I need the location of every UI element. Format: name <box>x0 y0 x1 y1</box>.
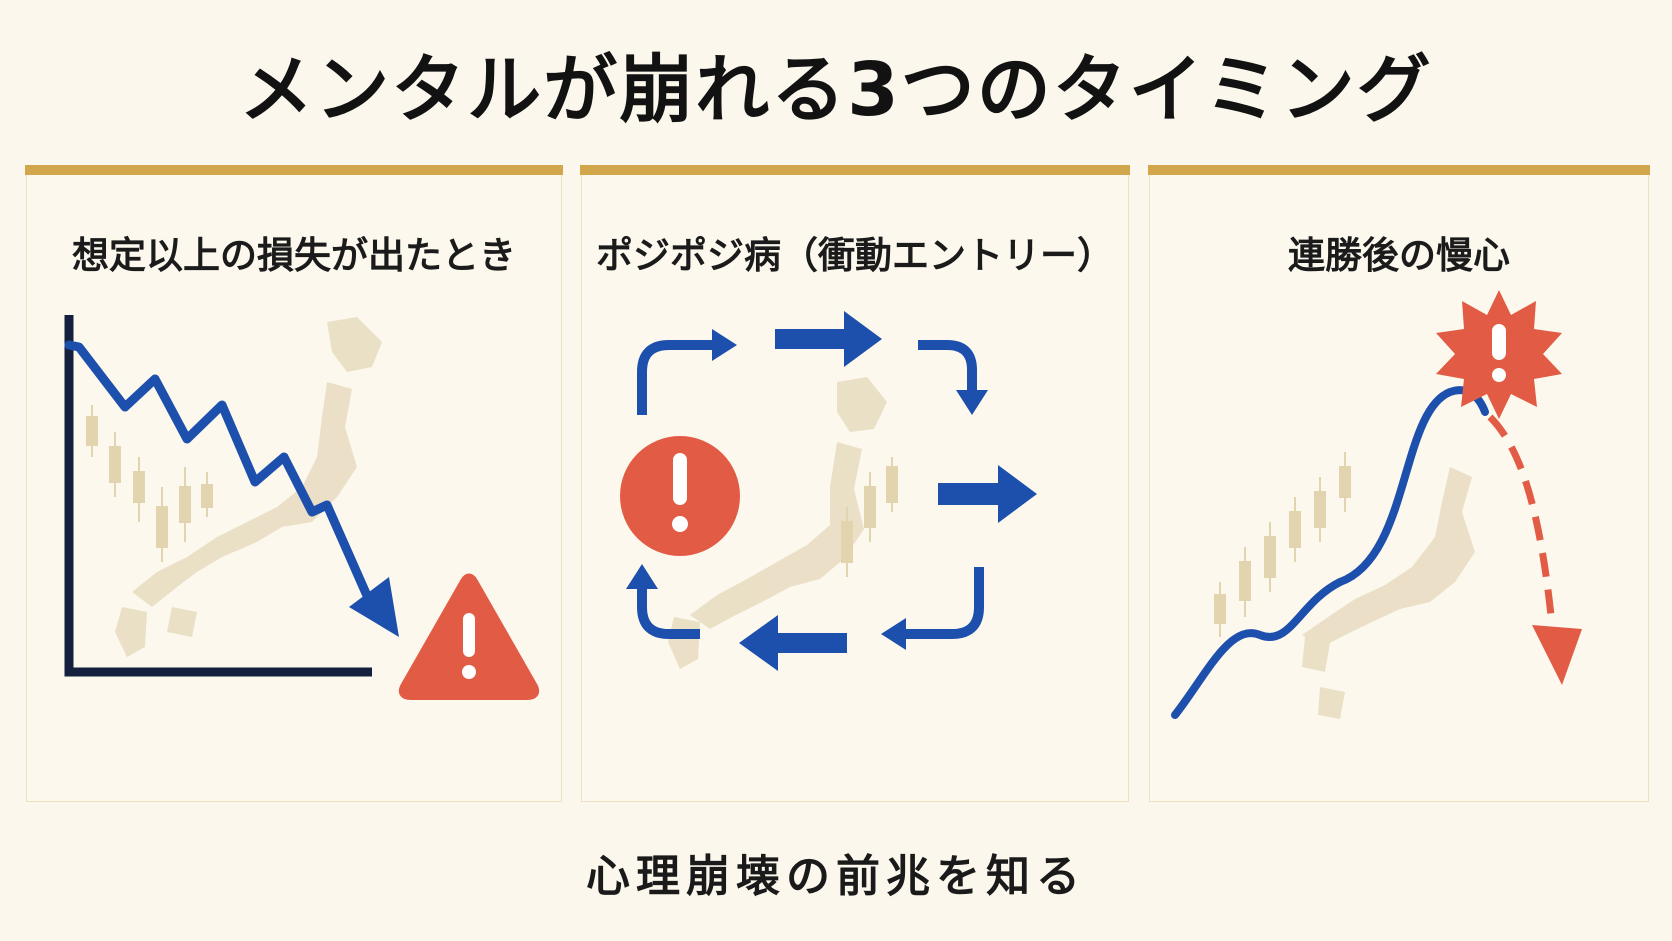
cycle-arrows <box>626 311 1037 671</box>
panel-accent-bar <box>580 165 1130 175</box>
arrow-up-right <box>637 340 714 415</box>
candlestick-watermark <box>86 405 213 562</box>
candlestick-watermark <box>1214 452 1351 637</box>
rising-price-curve <box>1171 386 1489 719</box>
arrow-head <box>998 465 1037 523</box>
arrow-head <box>844 311 882 367</box>
panel-impulse-entry: ポジポジ病（衝動エントリー） <box>580 165 1130 802</box>
panel-title: 連勝後の慢心 <box>1288 234 1510 277</box>
falling-price-line <box>64 340 377 612</box>
axis-lines <box>64 315 372 677</box>
arrow-right-top <box>775 329 845 349</box>
page-title: メンタルが崩れる3つのタイミング <box>239 47 1433 133</box>
panel-overconfidence: 連勝後の慢心 <box>1148 165 1650 802</box>
panel-title: ポジポジ病（衝動エントリー） <box>596 234 1114 277</box>
panel-loss: 想定以上の損失が出たとき <box>25 165 563 802</box>
arrow-down-right <box>918 340 977 392</box>
down-arrow-head <box>349 577 399 637</box>
warning-triangle-icon <box>398 573 540 700</box>
panel-accent-bar <box>25 165 563 175</box>
arrow-up-left <box>637 587 700 639</box>
panel-title: 想定以上の損失が出たとき <box>72 234 516 277</box>
arrow-head <box>626 564 658 589</box>
falling-dashed-curve <box>1487 414 1556 626</box>
panel-accent-bar <box>1148 165 1650 175</box>
arrow-left-bottom <box>777 633 847 653</box>
arrow-right-middle <box>938 483 1000 505</box>
overconfidence-illustration <box>1171 290 1582 719</box>
japan-map-watermark <box>115 317 382 657</box>
japan-map-watermark <box>1302 467 1475 719</box>
footer-caption: 心理崩壊の前兆を知る <box>586 851 1086 902</box>
exclamation-circle-icon <box>620 436 740 556</box>
arrow-head <box>881 618 906 650</box>
japan-map-watermark <box>668 377 887 669</box>
arrow-down-left <box>904 567 984 639</box>
loss-illustration <box>64 315 540 700</box>
arrow-head <box>956 390 988 415</box>
impulse-cycle-illustration <box>620 311 1037 671</box>
arrow-head <box>739 615 778 671</box>
arrow-head <box>712 329 737 361</box>
down-arrow-head <box>1532 625 1582 685</box>
exclamation-burst-icon <box>1436 290 1562 419</box>
candlestick-watermark <box>841 457 898 577</box>
